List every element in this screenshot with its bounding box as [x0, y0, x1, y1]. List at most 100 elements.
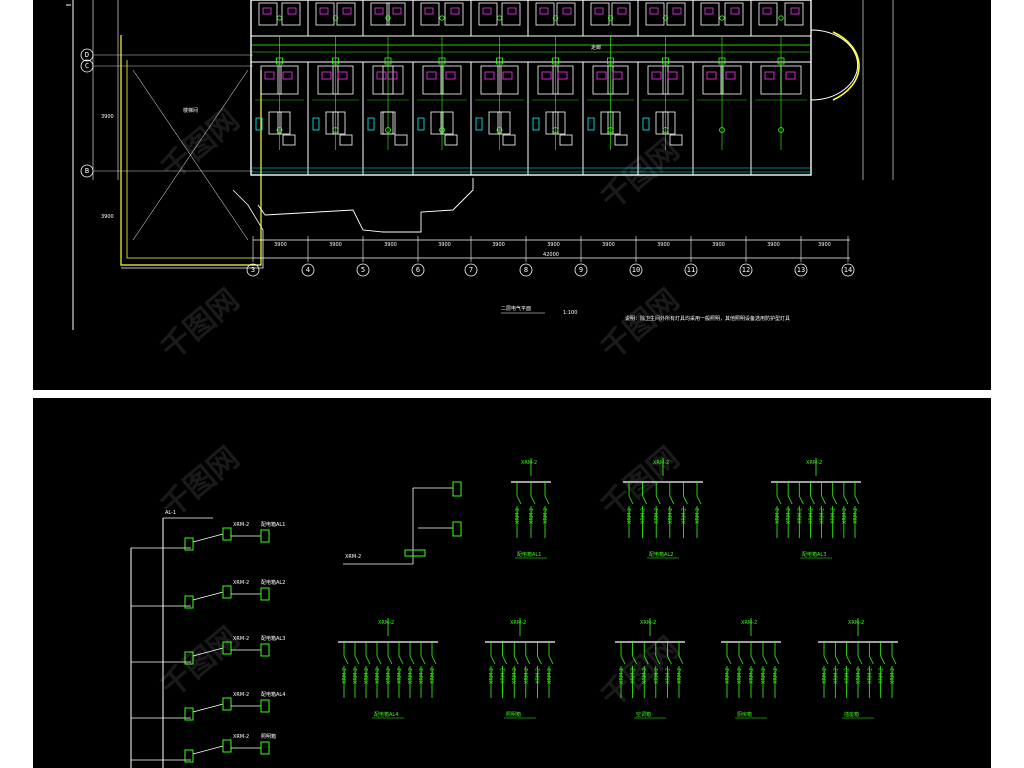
branch-label: XRM-2 [677, 668, 683, 684]
bathroom [497, 65, 519, 95]
branch-label: XRM-2 [737, 668, 743, 684]
bathroom [478, 2, 498, 26]
breaker [776, 495, 782, 505]
breaker [387, 655, 393, 665]
light-fixture [719, 127, 725, 133]
dimension-text: 3900 [101, 214, 114, 220]
plan-scale: 1:100 [563, 310, 577, 316]
feeder-line [192, 647, 224, 657]
bathroom [440, 65, 462, 95]
distribution-box [452, 481, 462, 497]
branch-label: XRM-2 [654, 508, 660, 524]
dimension-text: 3900 [274, 242, 287, 248]
breaker [810, 495, 815, 505]
dimension-text: 3900 [657, 242, 670, 248]
bathroom [611, 2, 631, 26]
breaker [530, 495, 536, 505]
branch-label: XRM-2 [890, 668, 896, 684]
axis-label: B [85, 167, 89, 175]
bathroom [444, 2, 464, 26]
bathroom [645, 2, 665, 26]
breaker [655, 495, 661, 505]
bed [440, 111, 454, 135]
bathroom [758, 2, 778, 26]
bed [600, 111, 614, 135]
air-conditioner [417, 117, 425, 131]
switch [662, 57, 669, 65]
toilet-fixture [706, 71, 717, 80]
box-spec: XRM-2 [233, 580, 249, 586]
light-fixture [552, 15, 559, 21]
switch [552, 57, 559, 65]
breaker [398, 655, 404, 665]
axis-label: 10 [632, 266, 640, 274]
bathroom [501, 2, 521, 26]
axis-bubble [574, 263, 588, 277]
dimension-text: 3900 [101, 114, 114, 120]
toilet-fixture [596, 71, 607, 80]
distribution-box [260, 699, 270, 713]
bathroom [590, 2, 610, 26]
dimension-text: 3900 [767, 242, 780, 248]
distribution-box [260, 587, 270, 601]
breaker [683, 495, 688, 505]
breaker [868, 655, 874, 665]
distribution-box [222, 697, 232, 711]
desk [559, 134, 573, 146]
branch-label: XRM-2 [408, 668, 414, 684]
branch-label: XRM-2 [386, 668, 392, 684]
dimension-text: 3900 [547, 242, 560, 248]
entrance-wall [264, 189, 474, 233]
bathroom [556, 2, 576, 26]
light-fixture [778, 15, 784, 21]
corridor-label: 走廊 [591, 44, 601, 51]
breaker [891, 655, 897, 665]
axis-bubble [629, 263, 643, 277]
branch-label: XRM-2 [695, 508, 701, 524]
desk [502, 134, 516, 146]
distribution-box [222, 739, 232, 753]
bathroom [784, 2, 804, 26]
bathroom [552, 65, 574, 95]
breaker [628, 495, 634, 505]
branch-label: XRM-2 [879, 668, 885, 684]
axis-bubble [411, 263, 425, 277]
toilet-fixture [376, 71, 387, 80]
stair-arc-yellow [832, 31, 860, 101]
breaker [620, 655, 626, 665]
breaker [843, 495, 849, 505]
light-fixture [332, 127, 339, 133]
light-fixture [607, 127, 614, 133]
bathroom [760, 65, 782, 95]
bathroom [332, 65, 354, 95]
light-fixture [719, 15, 725, 21]
dimension-text: 3900 [384, 242, 397, 248]
box-spec: XRM-2 [233, 522, 249, 528]
toilet-fixture [387, 71, 398, 80]
desk [669, 134, 683, 146]
axis-label: D [85, 51, 89, 59]
dimension-text: 3900 [712, 242, 725, 248]
branch-label: XRM-2 [681, 508, 687, 524]
breaker [343, 655, 349, 665]
light-fixture [276, 15, 283, 21]
entrance-wall [257, 178, 474, 216]
branch-label: XRM-2 [853, 508, 859, 524]
axis-bubble [464, 263, 478, 277]
distribution-box [184, 651, 194, 665]
toilet-fixture [790, 7, 800, 15]
stair-outline-inner [126, 60, 253, 259]
branch-label: XRM-2 [419, 668, 425, 684]
branch-label: XRM-2 [397, 668, 403, 684]
bathroom [281, 2, 301, 26]
panel-name: 配电箱AL3 [802, 551, 826, 558]
box-spec: XRM-2 [233, 636, 249, 642]
